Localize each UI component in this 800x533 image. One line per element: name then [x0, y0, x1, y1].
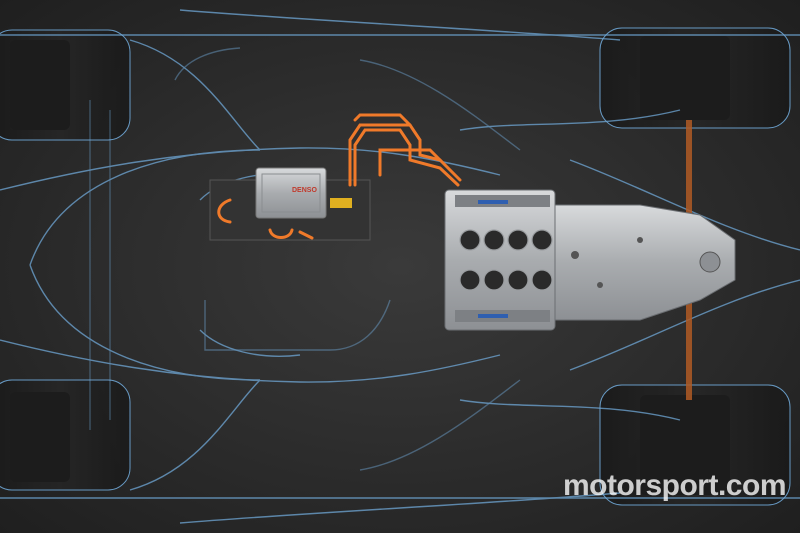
motorsport-watermark: motorsport.com: [562, 469, 787, 502]
gearbox: [554, 204, 736, 321]
svg-text:DENSO: DENSO: [292, 187, 317, 194]
front-left-wheel: [0, 29, 131, 141]
rear-right-wheel: [599, 384, 791, 506]
front-right-wheel: [0, 379, 131, 491]
orange-wiring: [217, 113, 462, 240]
v8-engine: [444, 189, 556, 331]
hybrid-control-tray: DENSO: [209, 167, 371, 241]
body-outline: [0, 9, 800, 524]
rear-left-wheel: [599, 27, 791, 129]
